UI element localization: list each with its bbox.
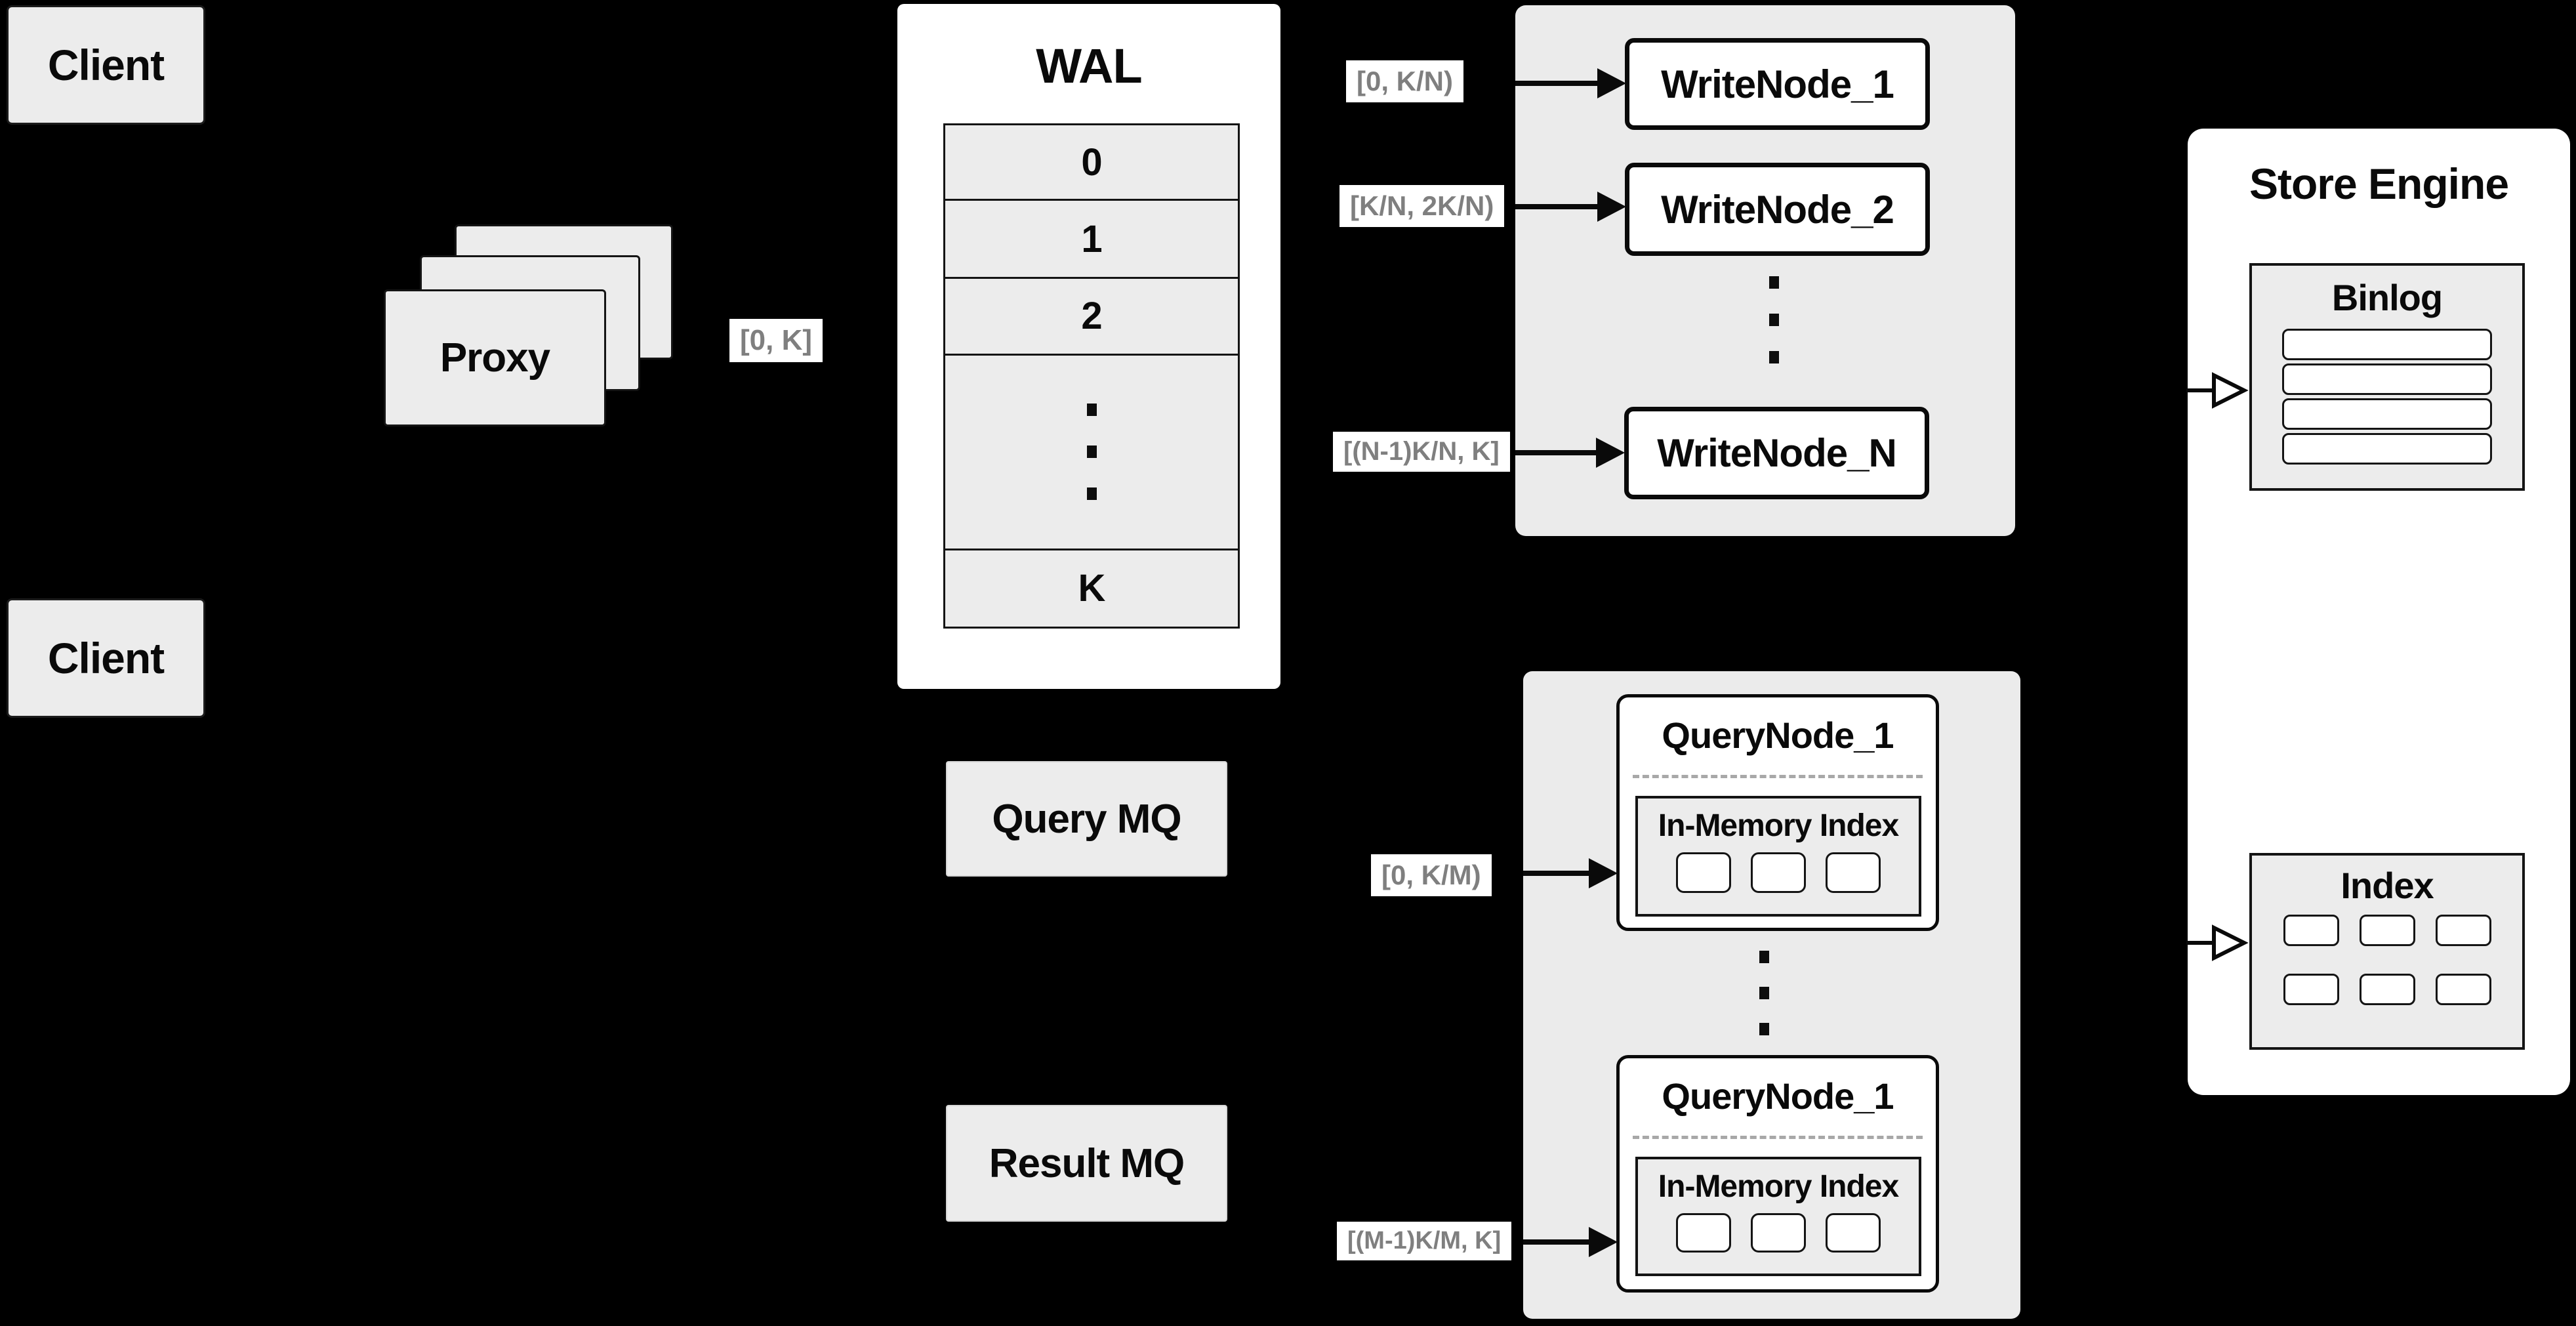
write-node-1-label: WriteNode_1: [1661, 62, 1894, 106]
wal-table: 0 1 2 K: [943, 123, 1240, 629]
index-cell: [2435, 915, 2491, 946]
index-title: Index: [2341, 864, 2434, 906]
write-node-n-label: WriteNode_N: [1657, 431, 1897, 475]
client-top-label: Client: [47, 41, 165, 89]
query-mq-node: Query MQ: [946, 761, 1227, 877]
store-engine-panel: Store Engine Binlog Index: [2188, 129, 2570, 1095]
wal-row-1: 1: [945, 199, 1238, 278]
range-label-write-n: [(N-1)K/N, K]: [1333, 432, 1510, 472]
wal-title: WAL: [1036, 38, 1142, 93]
client-top-node: Client: [7, 5, 205, 125]
wal-row-0: 0: [945, 125, 1238, 199]
arrow-right-icon: [1515, 81, 1597, 86]
index-cell: [2435, 974, 2491, 1005]
write-node-2-label: WriteNode_2: [1661, 187, 1894, 232]
in-memory-index-title: In-Memory Index: [1658, 1169, 1899, 1204]
index-cells: [2252, 915, 2522, 1005]
in-memory-index-box: In-Memory Index: [1635, 1157, 1921, 1276]
in-memory-index-title-wrap: In-Memory Index: [1658, 1159, 1899, 1213]
binlog-box: Binlog: [2249, 263, 2525, 491]
arrow-right-icon: [1523, 871, 1589, 876]
result-mq-label: Result MQ: [989, 1140, 1185, 1186]
query-node-1: QueryNode_1 In-Memory Index: [1616, 694, 1939, 931]
range-label-proxy-out: [0, K]: [729, 319, 823, 362]
query-node-m: QueryNode_1 In-Memory Index: [1616, 1055, 1939, 1293]
query-node-m-title-wrap: QueryNode_1: [1620, 1058, 1936, 1134]
index-cell: [2359, 915, 2415, 946]
arrow-right-icon: [1515, 450, 1596, 455]
client-bottom-node: Client: [7, 598, 205, 718]
index-box: Index: [2249, 853, 2525, 1050]
dashed-divider: [1633, 1136, 1923, 1139]
binlog-segment: [2282, 398, 2492, 430]
index-cell: [2359, 974, 2415, 1005]
index-cell: [1751, 1213, 1806, 1253]
arrow-right-icon: [1523, 1239, 1589, 1245]
index-cell: [1676, 852, 1731, 893]
index-cell: [1826, 852, 1881, 893]
in-memory-index-title-wrap: In-Memory Index: [1658, 798, 1899, 852]
arrow-right-icon: [1515, 204, 1597, 209]
binlog-segment: [2282, 433, 2492, 465]
index-cell: [2283, 915, 2339, 946]
range-label-query-m: [(M-1)K/M, K]: [1337, 1222, 1512, 1260]
write-node-n: WriteNode_N: [1624, 407, 1929, 499]
open-arrow-right-icon: [2186, 924, 2249, 961]
binlog-title: Binlog: [2331, 276, 2443, 318]
binlog-segment: [2282, 329, 2492, 360]
vertical-ellipsis-icon: [1759, 951, 1769, 1035]
range-label-write-1: [0, K/N): [1346, 60, 1463, 102]
binlog-title-wrap: Binlog: [2252, 266, 2522, 329]
wal-row-2: 2: [945, 277, 1238, 354]
wal-row-ellipsis: [945, 353, 1238, 549]
open-arrow-right-icon: [2186, 372, 2249, 409]
arrow-right-icon: [1597, 192, 1626, 222]
vertical-ellipsis-icon: [1086, 404, 1097, 501]
in-memory-index-cells: [1676, 852, 1881, 893]
arrow-right-icon: [1596, 438, 1625, 468]
wal-row-2-label: 2: [1081, 295, 1102, 338]
query-node-cluster-panel: QueryNode_1 In-Memory Index QueryNode_1: [1523, 671, 2020, 1319]
proxy-label: Proxy: [440, 335, 550, 381]
result-mq-node: Result MQ: [946, 1105, 1227, 1222]
index-cell: [1676, 1213, 1731, 1253]
vertical-ellipsis-icon: [1769, 276, 1779, 363]
binlog-segment: [2282, 363, 2492, 395]
write-node-2: WriteNode_2: [1625, 163, 1930, 256]
write-node-1: WriteNode_1: [1625, 38, 1930, 130]
store-engine-title-wrap: Store Engine: [2188, 138, 2570, 230]
index-title-wrap: Index: [2252, 856, 2522, 915]
arrow-right-icon: [1597, 68, 1626, 98]
client-bottom-label: Client: [47, 634, 165, 682]
wal-row-1-label: 1: [1081, 217, 1102, 260]
wal-panel: WAL 0 1 2 K: [897, 4, 1280, 689]
wal-row-0-label: 0: [1081, 140, 1102, 184]
in-memory-index-box: In-Memory Index: [1635, 796, 1921, 917]
proxy-node: Proxy: [384, 289, 606, 426]
range-label-write-2: [K/N, 2K/N): [1339, 185, 1505, 227]
in-memory-index-title: In-Memory Index: [1658, 808, 1899, 843]
index-cell: [1826, 1213, 1881, 1253]
query-node-m-title: QueryNode_1: [1662, 1075, 1894, 1117]
wal-row-k: K: [945, 548, 1238, 627]
in-memory-index-cells: [1676, 1213, 1881, 1253]
store-engine-title: Store Engine: [2249, 159, 2509, 208]
range-label-query-1: [0, K/M): [1371, 854, 1492, 896]
arrow-right-icon: [1589, 858, 1618, 888]
wal-title-wrap: WAL: [897, 22, 1280, 109]
query-node-1-title-wrap: QueryNode_1: [1620, 697, 1936, 773]
index-cell: [1751, 852, 1806, 893]
binlog-segments: [2252, 329, 2522, 465]
query-node-1-title: QueryNode_1: [1662, 715, 1894, 756]
dashed-divider: [1633, 775, 1923, 778]
wal-row-k-label: K: [1078, 567, 1106, 610]
query-mq-label: Query MQ: [992, 796, 1181, 842]
index-cell: [2283, 974, 2339, 1005]
arrow-right-icon: [1589, 1227, 1618, 1257]
